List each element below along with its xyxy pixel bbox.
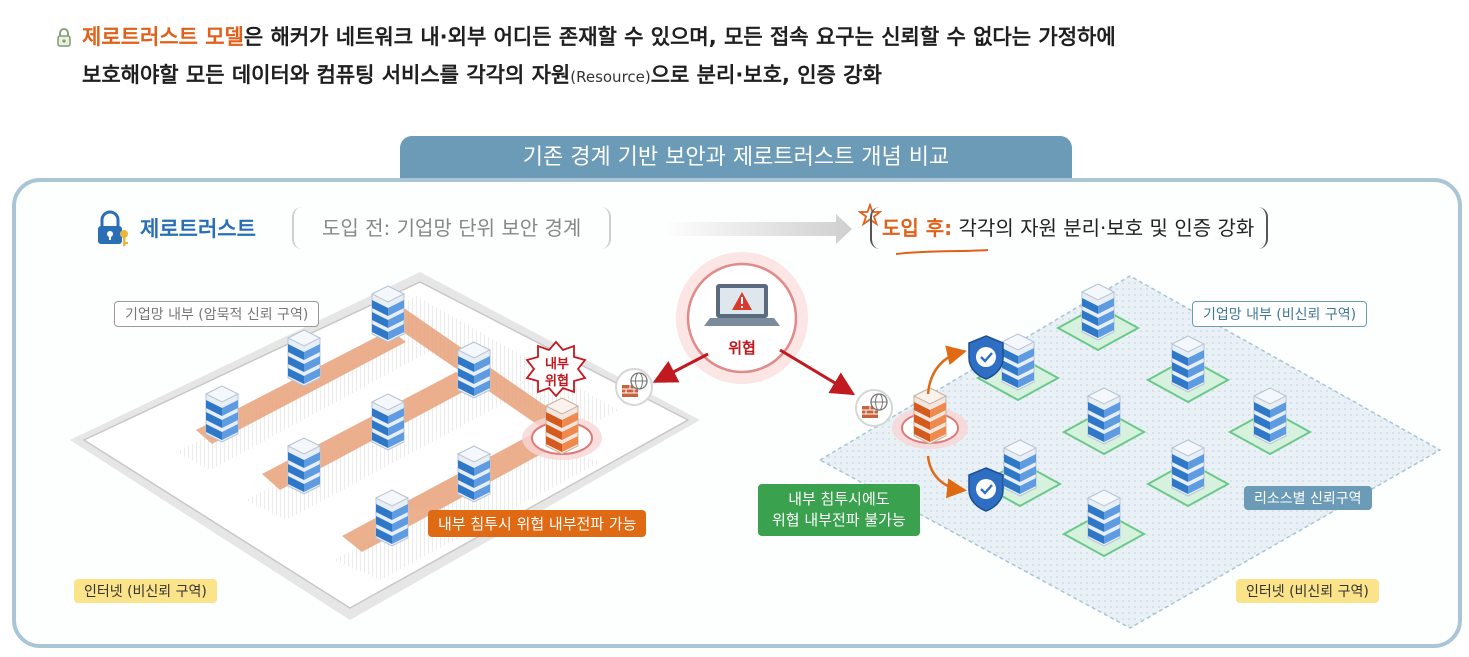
left-inside-zone-tag: 기업망 내부 (암묵적 신뢰 구역) bbox=[114, 301, 320, 327]
compromised-server bbox=[522, 340, 602, 460]
server-icon bbox=[457, 445, 491, 503]
server-icon bbox=[1081, 283, 1115, 341]
blocked-arrow-up bbox=[926, 345, 967, 395]
intro-line-2: 보호해야할 모든 데이터와 컴퓨팅 서비스를 각각의 자원(Resource)으… bbox=[56, 56, 1436, 96]
blocked-arrow-down bbox=[926, 455, 967, 499]
server-icon bbox=[1001, 333, 1035, 391]
firewall-globe-icon bbox=[855, 389, 893, 427]
key-icon bbox=[120, 230, 128, 246]
server-icon bbox=[1087, 387, 1121, 445]
laptop-warning-icon bbox=[704, 284, 780, 326]
server-icon bbox=[287, 437, 321, 495]
firewall-globe-icon bbox=[615, 368, 653, 406]
lock-icon bbox=[98, 210, 128, 246]
transition-arrow bbox=[660, 214, 852, 244]
intro-line2-a: 보호해야할 모든 데이터와 컴퓨팅 서비스를 각각의 자원 bbox=[82, 63, 571, 87]
entry-server bbox=[892, 387, 968, 449]
intro-line2-paren: (Resource) bbox=[570, 68, 651, 86]
zero-trust-heading: 제로트러스트 bbox=[92, 202, 256, 254]
left-internet-tag: 인터넷 (비신뢰 구역) bbox=[74, 579, 217, 603]
internal-threat-label: 내부 위협 bbox=[532, 356, 582, 390]
after-underline bbox=[895, 249, 989, 255]
threat-arrow-right bbox=[779, 348, 856, 396]
resource-zone-tag: 리소스별 신뢰구역 bbox=[1244, 486, 1372, 510]
right-internet-tag: 인터넷 (비신뢰 구역) bbox=[1236, 579, 1379, 603]
spread-blocked-line-1: 내부 침투시에도 bbox=[788, 490, 890, 508]
spread-blocked-tag: 내부 침투시에도 위협 내부전파 불가능 bbox=[758, 484, 920, 536]
intro-highlight: 제로트러스트 모델 bbox=[82, 25, 244, 49]
server-icon bbox=[371, 393, 405, 451]
server-icon bbox=[1171, 439, 1205, 497]
internal-threat-burst bbox=[525, 340, 587, 398]
spread-possible-tag: 내부 침투시 위협 내부전파 가능 bbox=[428, 510, 647, 537]
server-icon bbox=[371, 285, 405, 343]
server-icon bbox=[545, 397, 579, 455]
server-icon bbox=[1003, 439, 1037, 497]
server-icon bbox=[1087, 489, 1121, 547]
server-icon bbox=[205, 385, 239, 443]
right-inside-zone-tag: 기업망 내부 (비신뢰 구역) bbox=[1192, 301, 1368, 327]
server-icon bbox=[375, 489, 409, 547]
threat-node bbox=[676, 252, 808, 384]
intro-line1-rest: 은 해커가 네트워크 내·외부 어디든 존재할 수 있으며, 모든 접속 요구는… bbox=[243, 25, 1116, 49]
spread-blocked-line-2: 위협 내부전파 불가능 bbox=[772, 511, 906, 529]
server-icon bbox=[1253, 387, 1287, 445]
intro-line-1: 제로트러스트 모델은 해커가 네트워크 내·외부 어디든 존재할 수 있으며, … bbox=[56, 18, 1436, 56]
intro-text: 제로트러스트 모델은 해커가 네트워크 내·외부 어디든 존재할 수 있으며, … bbox=[56, 18, 1436, 96]
before-label: 도입 전: 기업망 단위 보안 경계 bbox=[292, 207, 612, 249]
server-icon bbox=[1171, 335, 1205, 393]
after-label: 도입 후: 각각의 자원 분리·보호 및 인증 강화 bbox=[870, 207, 1269, 249]
server-icon bbox=[457, 341, 491, 399]
after-label-em: 도입 후: bbox=[882, 216, 953, 240]
after-label-rest: 각각의 자원 분리·보호 및 인증 강화 bbox=[952, 216, 1255, 240]
server-icon bbox=[913, 387, 947, 445]
right-network-plate bbox=[818, 275, 1442, 629]
zero-trust-label: 제로트러스트 bbox=[140, 217, 256, 241]
comparison-title: 기존 경계 기반 보안과 제로트러스트 개념 비교 bbox=[400, 136, 1072, 180]
internal-threat-line-1: 내부 bbox=[545, 357, 569, 372]
internal-threat-line-2: 위협 bbox=[545, 374, 569, 389]
server-icon bbox=[287, 329, 321, 387]
lock-icon bbox=[57, 28, 71, 47]
threat-arrow-left bbox=[652, 352, 709, 383]
intro-line2-b: 으로 분리·보호, 인증 강화 bbox=[650, 63, 882, 87]
threat-label: 위협 bbox=[728, 339, 756, 357]
